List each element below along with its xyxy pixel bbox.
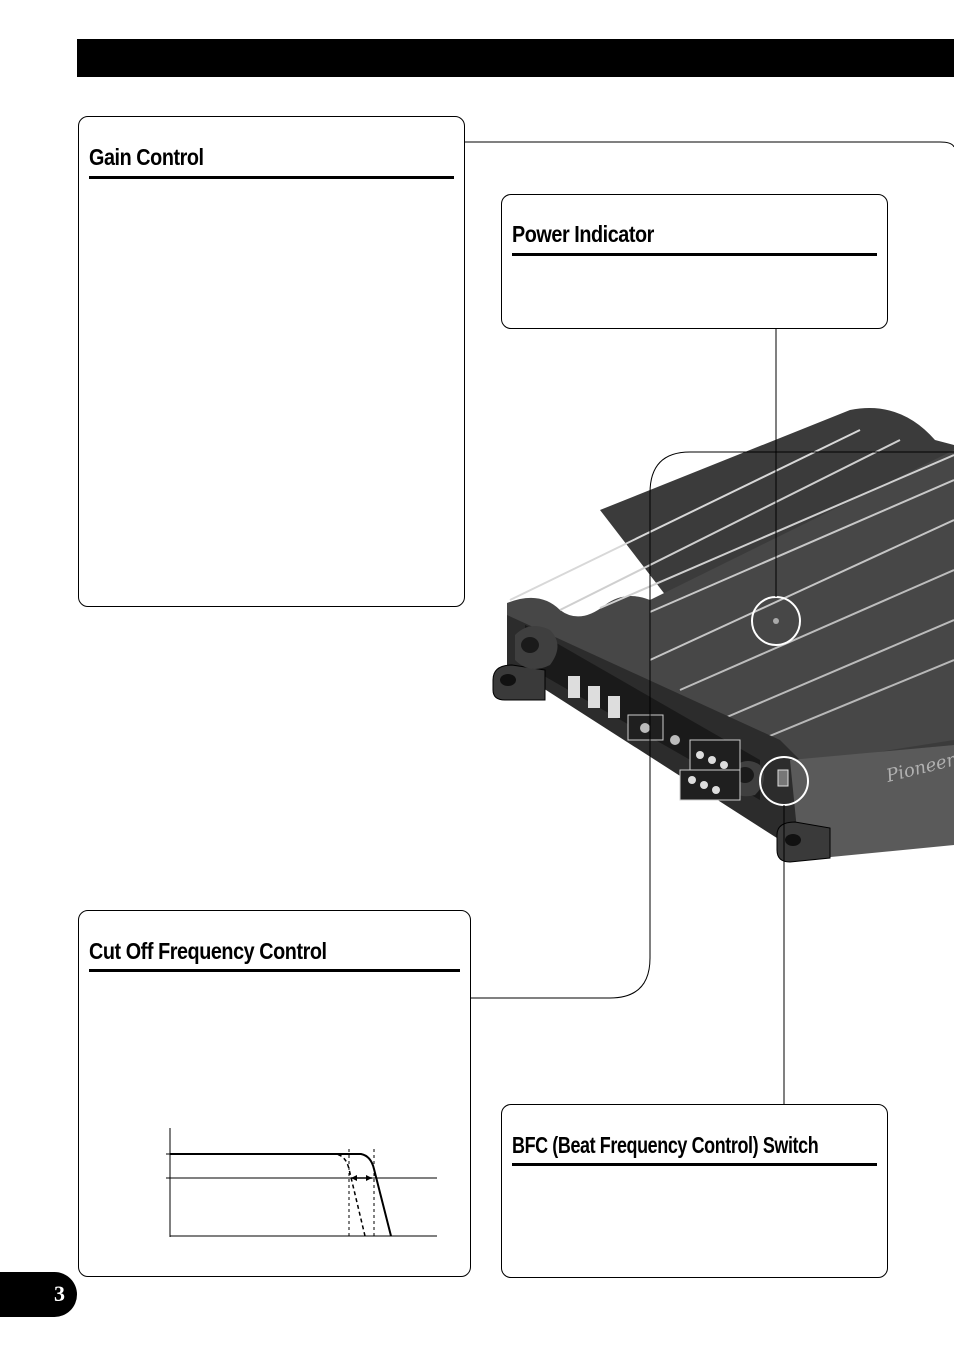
page-number-tab: 3 (0, 1272, 77, 1317)
title-underline (89, 176, 454, 179)
bfc-switch-title: BFC (Beat Frequency Control) Switch (512, 1132, 819, 1158)
gain-leader-line (465, 141, 954, 148)
title-underline (512, 1163, 877, 1166)
header-bar (77, 39, 954, 77)
amplifier-body: Pioneer (492, 408, 954, 863)
bfc-switch-section: BFC (Beat Frequency Control) Switch (501, 1104, 888, 1278)
cutoff-frequency-section: Cut Off Frequency Control (78, 910, 471, 1277)
gain-control-section: Gain Control (78, 116, 465, 607)
title-underline (512, 253, 877, 256)
power-indicator-title: Power Indicator (512, 221, 654, 247)
lowpass-filter-diagram (166, 1128, 437, 1237)
filter-curve-dashed (170, 1153, 366, 1237)
cutoff-frequency-title: Cut Off Frequency Control (89, 938, 327, 964)
cutoff-leader-line (471, 451, 954, 999)
mount-foot-left (492, 664, 546, 701)
gain-control-title: Gain Control (89, 144, 204, 170)
page-number: 3 (54, 1281, 65, 1306)
mount-foot-right (776, 821, 831, 863)
title-underline (89, 969, 460, 972)
power-indicator-section: Power Indicator (501, 194, 888, 329)
filter-curve-solid (170, 1153, 392, 1237)
